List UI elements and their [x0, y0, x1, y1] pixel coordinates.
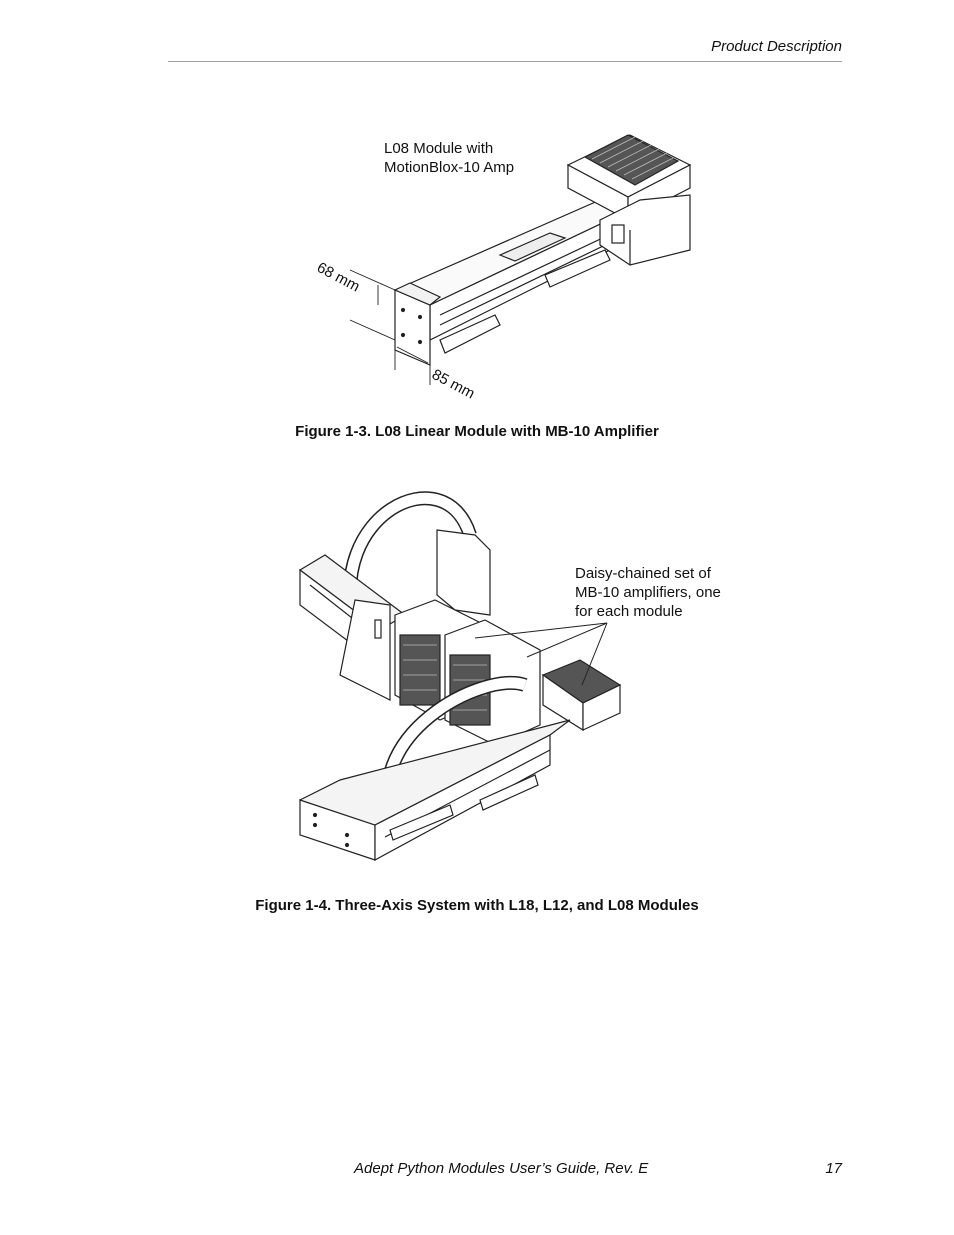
- callout-line: MotionBlox-10 Amp: [384, 159, 515, 176]
- running-header: Product Description: [711, 38, 842, 55]
- callout-line: for each module: [575, 603, 683, 620]
- figure-1-3-illustration: [300, 125, 700, 410]
- footer-doc-title: Adept Python Modules User’s Guide, Rev. …: [354, 1160, 649, 1177]
- callout-line: L08 Module with: [384, 140, 494, 157]
- callout-line: MB-10 amplifiers, one: [575, 584, 721, 601]
- figure-1-3-caption: Figure 1-3. L08 Linear Module with MB-10…: [295, 423, 659, 440]
- page-number: 17: [825, 1160, 842, 1177]
- figure-1-4-callout: Daisy-chained set of MB-10 amplifiers, o…: [575, 564, 721, 621]
- callout-line: Daisy-chained set of: [575, 565, 711, 582]
- figure-1-4-caption: Figure 1-4. Three-Axis System with L18, …: [255, 897, 699, 914]
- figure-1-3-callout: L08 Module with MotionBlox-10 Amp: [384, 139, 514, 177]
- figure-1-4-illustration: [295, 475, 640, 865]
- header-rule: [168, 61, 842, 62]
